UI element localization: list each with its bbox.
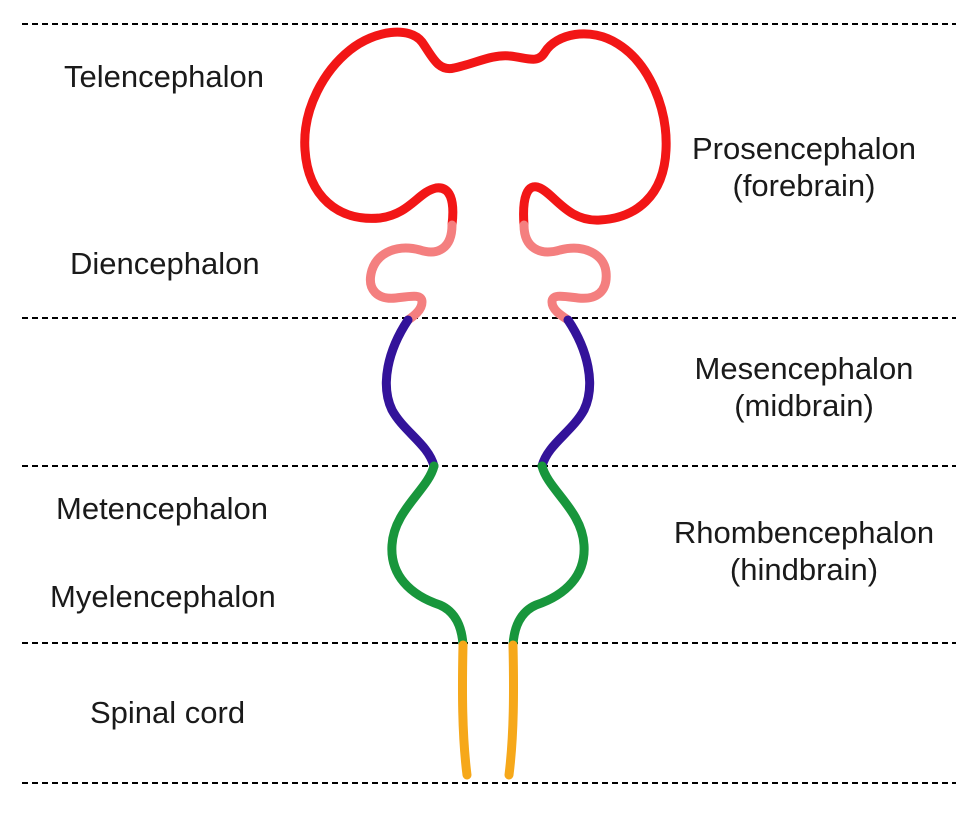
- label-prosencephalon-common: (forebrain): [732, 168, 876, 204]
- diencephalon-right: [519, 220, 611, 325]
- mesencephalon-right: [537, 315, 595, 471]
- rhombencephalon-right: [508, 461, 589, 650]
- telencephalon-outline: [300, 27, 671, 230]
- label-prosencephalon: Prosencephalon (forebrain): [676, 130, 932, 204]
- label-myelencephalon: Myelencephalon: [50, 579, 276, 614]
- spinal-cord-right: [504, 640, 519, 780]
- label-spinal-cord: Spinal cord: [90, 695, 246, 730]
- diencephalon-left: [366, 220, 457, 325]
- label-rhombencephalon-name: Rhombencephalon: [673, 515, 935, 550]
- label-mesencephalon: Mesencephalon (midbrain): [678, 350, 930, 424]
- label-mesencephalon-name: Mesencephalon: [694, 351, 914, 386]
- mesencephalon-left: [381, 315, 439, 471]
- label-prosencephalon-name: Prosencephalon: [691, 131, 917, 166]
- label-diencephalon: Diencephalon: [70, 246, 260, 281]
- label-telencephalon: Telencephalon: [64, 59, 264, 94]
- spinal-cord-left: [457, 640, 472, 780]
- label-rhombencephalon-common: (hindbrain): [729, 552, 879, 588]
- label-metencephalon: Metencephalon: [56, 491, 268, 526]
- label-rhombencephalon: Rhombencephalon (hindbrain): [654, 514, 954, 588]
- label-mesencephalon-common: (midbrain): [734, 388, 874, 424]
- rhombencephalon-left: [387, 461, 468, 650]
